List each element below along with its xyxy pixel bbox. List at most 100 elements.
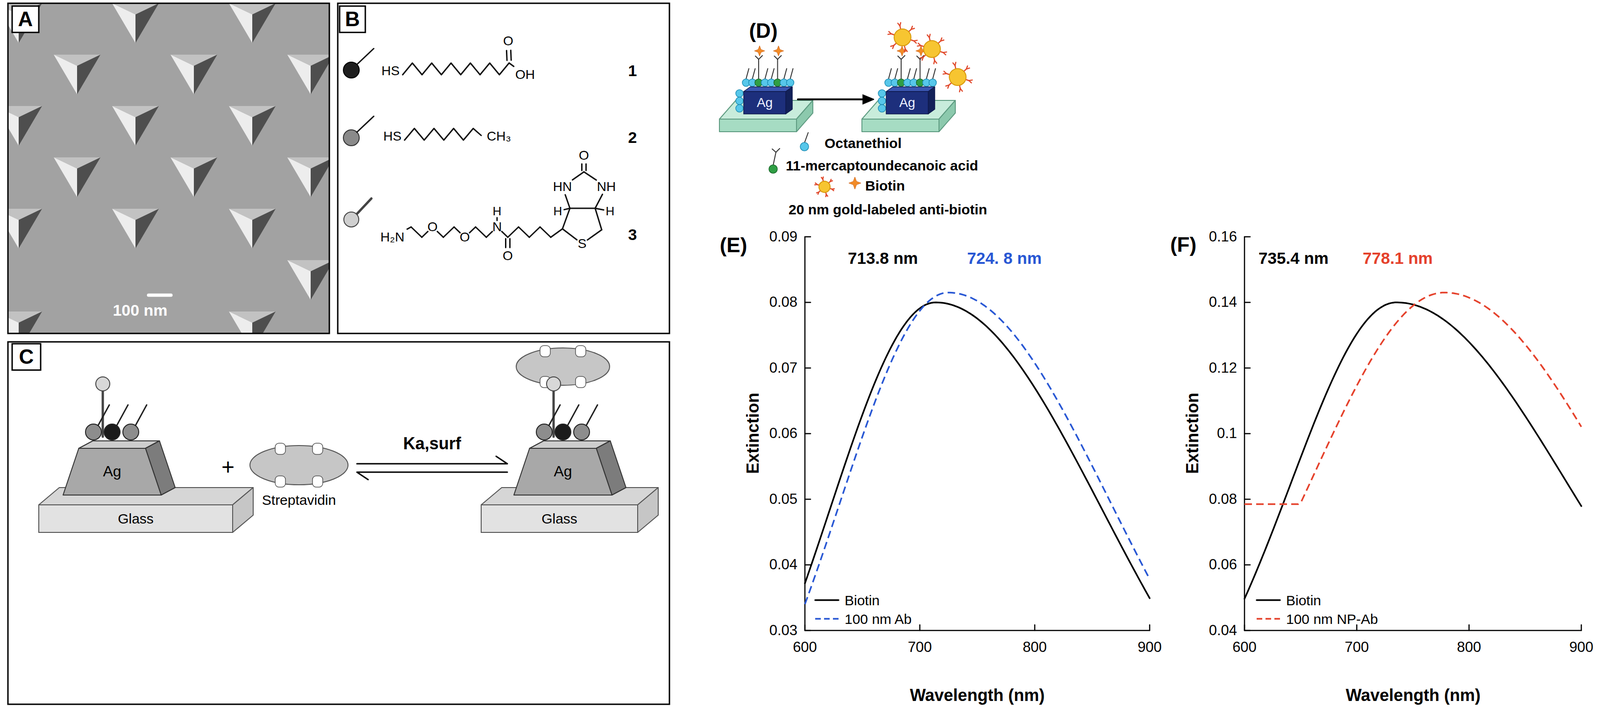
molecule-tail (548, 405, 561, 426)
axis-tick (919, 625, 921, 631)
bound-streptavidin (516, 345, 610, 388)
node-text: A (18, 7, 34, 31)
node-label: A (18, 7, 34, 31)
binding-pocket (575, 376, 586, 388)
mua-icon (768, 164, 778, 174)
text-label: 0.06 (1208, 556, 1238, 573)
streptavidin-body (249, 445, 349, 485)
nanoparticle-face (252, 311, 276, 334)
nanoparticle-face (18, 106, 43, 146)
axis-tick (804, 498, 811, 501)
antibody (943, 71, 947, 75)
axis-tick (804, 564, 811, 566)
alkyl-chain (790, 68, 794, 79)
alkyl-chain (804, 132, 809, 143)
text-label: S (577, 236, 587, 252)
antibody (904, 49, 908, 53)
axis-tick (804, 625, 806, 631)
scale-bar (148, 293, 171, 298)
text-label: 900 (1137, 639, 1162, 656)
node-label: Ag (899, 95, 916, 111)
binding-pocket (540, 345, 551, 357)
text-label: 0.1 (1216, 425, 1238, 442)
legend-entry: 20 nm gold-labeled anti-biotin (788, 201, 988, 218)
molecule-tail (135, 405, 147, 426)
binding-scheme (7, 341, 670, 705)
antibody (927, 34, 931, 38)
text-label: CH₃ (486, 129, 512, 144)
alkyl-chain (765, 68, 768, 79)
gold-nanoparticle (917, 34, 947, 64)
axis-tick (1244, 433, 1251, 435)
alkyl-chain (404, 128, 482, 141)
nanoparticle-face (135, 106, 159, 146)
molecule-chain (777, 59, 779, 79)
axis-tick (1149, 625, 1151, 631)
text-label: HS (383, 129, 402, 144)
node-label: Glass (117, 511, 154, 527)
text-label: 1 (628, 61, 638, 80)
glass-slide (796, 100, 813, 132)
text-label: CH₃ (486, 128, 512, 144)
antibody (825, 194, 828, 197)
chemical-bond (475, 227, 487, 238)
chemical-bond (421, 231, 428, 238)
antibody (920, 56, 924, 61)
biotin-star (773, 45, 784, 57)
text-label: H (492, 204, 502, 219)
chemical-bond (595, 208, 604, 210)
text-label: HS (383, 128, 402, 144)
antibody (913, 40, 918, 43)
node-text: Ag (102, 463, 121, 480)
legend-swatch (768, 148, 780, 174)
chemical-bond (565, 194, 570, 209)
node-text: B (345, 7, 361, 31)
text-label: 0.03 (769, 622, 798, 639)
carboxyl (901, 55, 905, 60)
chemical-bond (507, 227, 519, 238)
axis-tick (804, 433, 811, 435)
nanoparticle-face (18, 208, 43, 249)
carboxyl (775, 148, 780, 153)
letter-box (12, 343, 41, 370)
antibody (940, 37, 944, 42)
octanethiol-icon (800, 142, 809, 151)
molecule-tail (98, 405, 110, 426)
pin-stick (356, 198, 372, 214)
chemical-bond (564, 208, 570, 210)
nanoparticle-face (228, 311, 253, 334)
node-text: Ag (553, 463, 572, 480)
text-label: Wavelength (nm) (910, 686, 1046, 705)
connector (797, 94, 875, 105)
carboxyl (774, 56, 778, 60)
text-label: O (578, 148, 590, 164)
afm-image (7, 3, 330, 334)
legend-text: 100 nm NP-Ab (1286, 611, 1379, 627)
panel-letter-box: A (12, 6, 39, 33)
nanoparticle-face (310, 54, 330, 95)
legend-text: Biotin (844, 592, 880, 609)
axis-tick (804, 301, 811, 304)
panel-frame (337, 3, 670, 334)
text-label: Extinction (1182, 392, 1202, 475)
arrow-shaft (797, 98, 865, 101)
antibody (832, 188, 835, 191)
alkyl-chain (402, 63, 510, 75)
carboxyl (758, 55, 763, 60)
legend-swatch (1256, 618, 1280, 620)
chemical-bond (509, 63, 514, 67)
node-text: Ag (899, 95, 916, 111)
pin-stick (552, 390, 555, 437)
legend-text: Biotin (865, 177, 905, 194)
text-label: (D) (748, 19, 778, 43)
text-label: + (221, 454, 235, 480)
text-label: 0.04 (769, 556, 798, 573)
silver-front (513, 448, 612, 496)
text-label: 600 (1232, 639, 1257, 656)
antibody (933, 60, 937, 64)
tick-label: 0.08 (769, 293, 798, 311)
legend-text: 11-mercaptoundecanoic acid (785, 157, 979, 174)
axis-tick (1034, 625, 1036, 631)
axis-tick (1580, 625, 1583, 631)
node-label: C (19, 345, 35, 369)
